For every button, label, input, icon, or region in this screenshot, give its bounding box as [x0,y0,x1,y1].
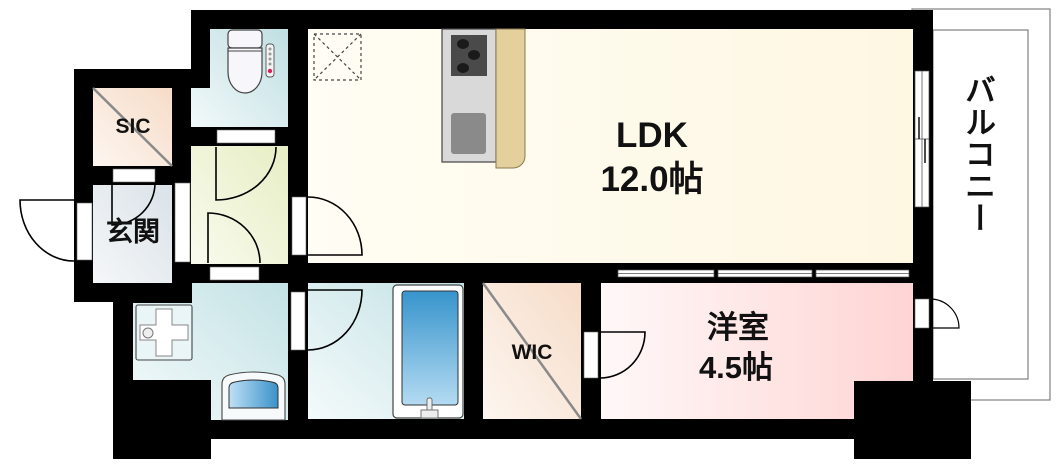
door-swings [19,146,960,379]
western-room [601,283,913,419]
western-name-label: 洋室 [707,310,769,345]
sliding-window-icon [617,269,910,278]
door-swing-icon [215,146,277,201]
kitchen-counter-icon [495,28,526,169]
ldk-door-opening [291,196,307,256]
sic-label: SIC [115,115,150,138]
entrance-door-opening [76,202,93,261]
stove-icon [451,35,487,76]
ldk-room [308,29,913,263]
kitchen-sink-icon [451,113,486,154]
sic-door-opening [112,168,156,183]
door-swing-icon [207,212,261,264]
balcony-inner-outline [932,29,1029,380]
door-swing-icon [111,182,156,226]
balcony-label: バルコニー [960,74,995,234]
ldk-area-label: 12.0帖 [600,160,703,199]
door-swing-icon [929,298,960,329]
door-swing-icon [599,331,646,379]
toilet-door-opening [216,129,276,144]
western-area-label: 4.5帖 [699,350,773,385]
western-door-opening [583,331,599,379]
kitchen-unit [441,28,526,169]
toilet-icon [227,29,275,94]
ventilation-icon [313,33,362,81]
wic-label: WIC [512,341,553,364]
door-swing-icon [307,289,363,351]
door-swing-icon [19,199,75,262]
washbasin-icon [221,371,286,421]
washroom-door-opening [209,266,260,281]
genkan-corridor-opening [174,182,191,263]
bathroom-door-opening [290,291,306,351]
balcony-door-opening [914,298,930,329]
storage-diagonal [481,282,583,420]
genkan-label: 玄関 [106,216,160,247]
genkan-room [93,185,172,283]
storage-diagonal [92,87,173,167]
sliding-window-icon [914,70,930,208]
door-swing-icon [307,196,363,256]
ldk-name-label: LDK [616,116,688,155]
balcony [911,8,1051,401]
door-openings [76,129,930,379]
washing-machine-pan-icon [135,304,193,361]
bathtub-icon [392,284,464,419]
